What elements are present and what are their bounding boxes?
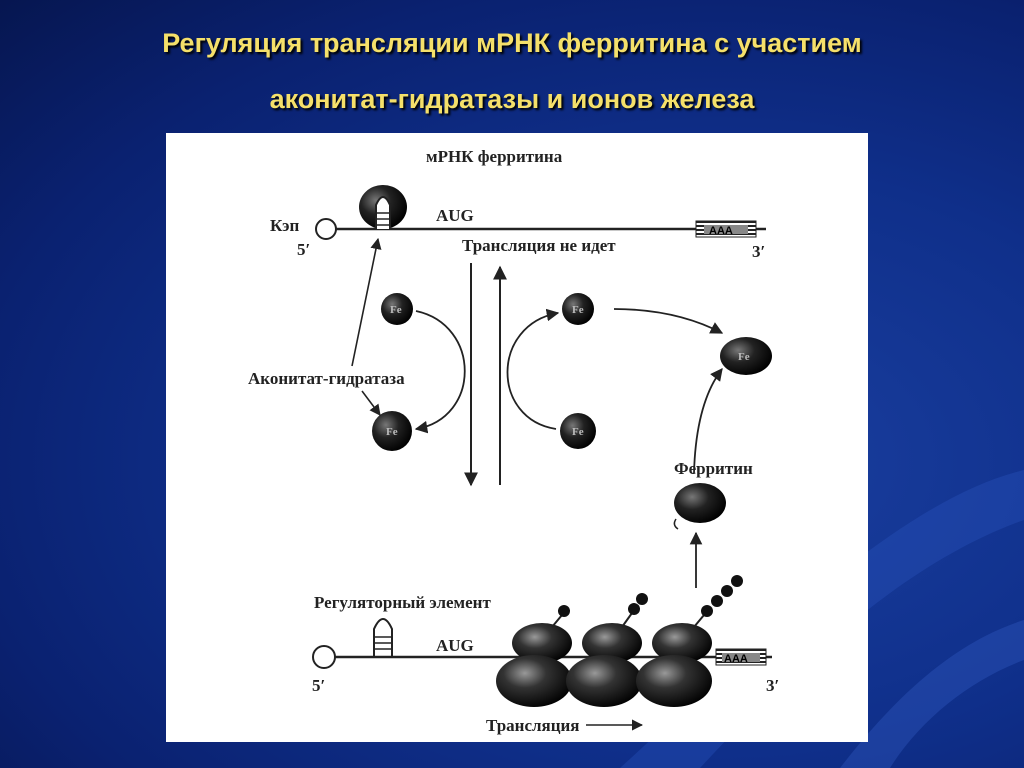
arrow-aconitase-to-fe-complex: [361, 390, 381, 416]
aug-label-bottom: AUG: [436, 636, 474, 655]
poly-a-text-bottom: AAA: [724, 653, 748, 665]
fe-ion-left-top: Fe: [381, 293, 413, 325]
three-prime-label-bottom: 3′: [766, 676, 779, 695]
mrna-label: мРНК ферритина: [426, 147, 563, 166]
slide-title-line-2: аконитат-гидратазы и ионов железа: [269, 84, 755, 114]
ferritin-label: Ферритин: [674, 459, 753, 478]
aconitase-label: Аконитат-гидратаза: [248, 369, 405, 388]
ferritin-regulation-diagram: мРНК ферритина Кэп 5′ AUG AAA 3′ Трансля…: [248, 147, 779, 735]
slide-title-line-1: Регуляция трансляции мРНК ферритина с уч…: [162, 28, 862, 58]
arrow-curve-left: [414, 310, 466, 434]
ribosome-3: [636, 575, 743, 707]
fe-ion-right-top: Fe: [562, 293, 594, 325]
ire-hairpin-free: [373, 618, 393, 657]
poly-a-text-top: AAA: [709, 225, 733, 237]
cap-circle-top: [315, 218, 337, 240]
aconitase-with-fe: Fe: [372, 411, 412, 451]
poly-a-tail-bottom: AAA: [715, 648, 767, 666]
aug-label-top: AUG: [436, 206, 474, 225]
five-prime-label-top: 5′: [297, 240, 310, 259]
three-prime-label-top: 3′: [752, 242, 765, 261]
cap-label: Кэп: [270, 216, 299, 235]
arrow-ferritin-binds-fe: [693, 367, 723, 474]
regulatory-element-label: Регуляторный элемент: [314, 593, 491, 612]
arrow-fe-to-ferritin: [613, 308, 724, 334]
ferritin-protein: [673, 483, 726, 530]
ferritin-with-fe: Fe: [720, 337, 772, 375]
fe-ion-right-bottom: Fe: [560, 413, 596, 449]
svg-text:Fe: Fe: [738, 351, 750, 363]
translation-label: Трансляция: [486, 716, 580, 735]
svg-text:Fe: Fe: [572, 426, 584, 438]
svg-text:Fe: Fe: [386, 426, 398, 438]
arrow-curve-right: [506, 308, 560, 430]
arrow-aconitase-to-ire: [351, 237, 382, 367]
aconitase-bound-ire: [359, 185, 407, 229]
svg-text:Fe: Fe: [390, 304, 402, 316]
cap-circle-bottom: [312, 645, 336, 669]
svg-text:Fe: Fe: [572, 304, 584, 316]
poly-a-tail-top: AAA: [695, 220, 757, 238]
ribosome-2: [566, 593, 648, 707]
five-prime-label-bottom: 5′: [312, 676, 325, 695]
diagram-panel: мРНК ферритина Кэп 5′ AUG AAA 3′ Трансля…: [166, 133, 868, 742]
ribosome-1: [496, 605, 572, 707]
no-translation-label: Трансляция не идет: [462, 236, 616, 255]
